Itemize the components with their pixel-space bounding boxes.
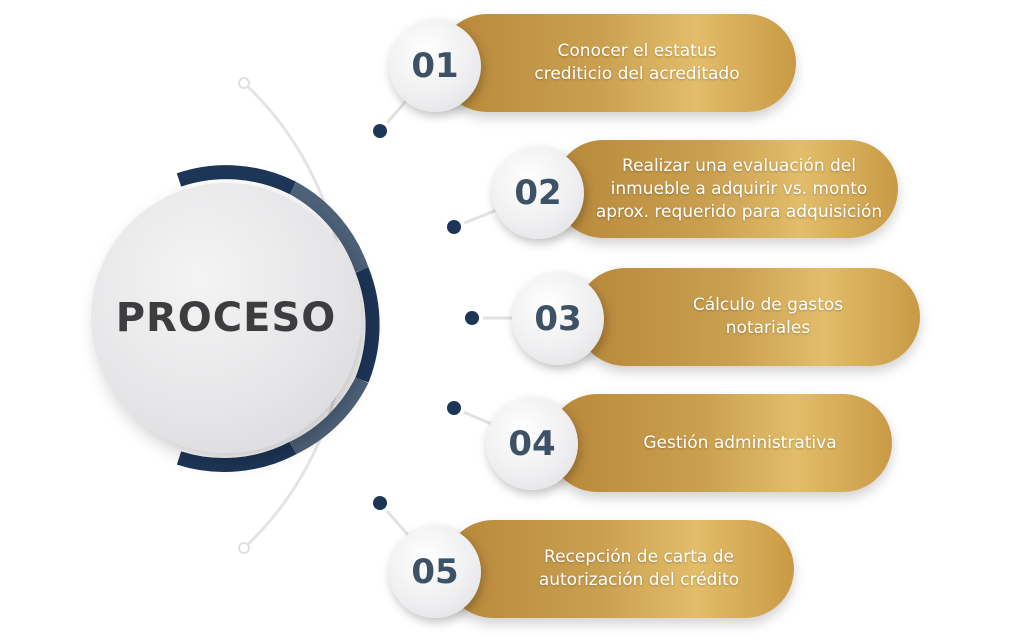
step-text-02: Realizar una evaluación del inmueble a a… — [596, 155, 882, 224]
step-number-circle-04: 04 — [486, 398, 578, 490]
step-number-01: 01 — [411, 46, 459, 86]
arc-dot-04-core — [447, 401, 461, 415]
step-02-line-1: Realizar una evaluación del — [622, 155, 856, 176]
ring-segment-top — [176, 165, 297, 195]
step-04-line-1: Gestión administrativa — [643, 432, 837, 453]
arc-dots — [369, 120, 483, 514]
step-text-04: Gestión administrativa — [643, 432, 836, 455]
step-number-03: 03 — [534, 299, 582, 339]
step-02-line-3: aprox. requerido para adquisición — [595, 201, 883, 222]
arc-dot-05-core — [373, 496, 387, 510]
step-number-circle-03: 03 — [512, 273, 604, 365]
step-number-circle-05: 05 — [389, 526, 481, 618]
step-pill-01: Conocer el estatus crediticio del acredi… — [438, 14, 796, 112]
step-text-01: Conocer el estatus crediticio del acredi… — [534, 40, 739, 86]
step-01-line-2: crediticio del acreditado — [534, 64, 740, 84]
step-pill-02: Realizar una evaluación del inmueble a a… — [554, 140, 898, 238]
arc-dot-02-core — [447, 220, 461, 234]
step-03-line-2: notariales — [725, 318, 811, 338]
step-number-circle-01: 01 — [389, 20, 481, 112]
step-number-02: 02 — [514, 173, 562, 213]
step-pill-05: Recepción de carta de autorización del c… — [444, 520, 794, 618]
step-03-line-1: Cálculo de gastos — [692, 295, 844, 315]
center-ring — [176, 165, 380, 472]
ring-segment-upper-right — [289, 181, 369, 273]
arc-dot-03-core — [465, 311, 479, 325]
step-02-line-2: inmueble a adquirir vs. monto — [610, 178, 868, 199]
step-pill-04: Gestión administrativa — [548, 394, 892, 492]
ring-segment-right — [355, 267, 380, 383]
step-number-05: 05 — [411, 552, 459, 592]
outer-arc-end-dot — [238, 542, 250, 554]
step-number-04: 04 — [508, 424, 556, 464]
ring-segment-bottom — [176, 441, 297, 472]
step-text-05: Recepción de carta de autorización del c… — [539, 546, 739, 592]
step-05-line-2: autorización del crédito — [538, 570, 740, 590]
ring-segment-lower-right — [289, 376, 369, 455]
center-disc: PROCESO — [91, 183, 361, 453]
step-number-circle-02: 02 — [492, 147, 584, 239]
arc-dot-01-core — [373, 124, 387, 138]
step-text-03: Cálculo de gastos notariales — [693, 294, 843, 340]
step-01-line-1: Conocer el estatus — [557, 41, 717, 61]
center-title: PROCESO — [115, 295, 337, 341]
outer-arc-start-dot — [238, 77, 250, 89]
step-pill-03: Cálculo de gastos notariales — [576, 268, 920, 366]
step-05-line-1: Recepción de carta de — [544, 547, 734, 567]
